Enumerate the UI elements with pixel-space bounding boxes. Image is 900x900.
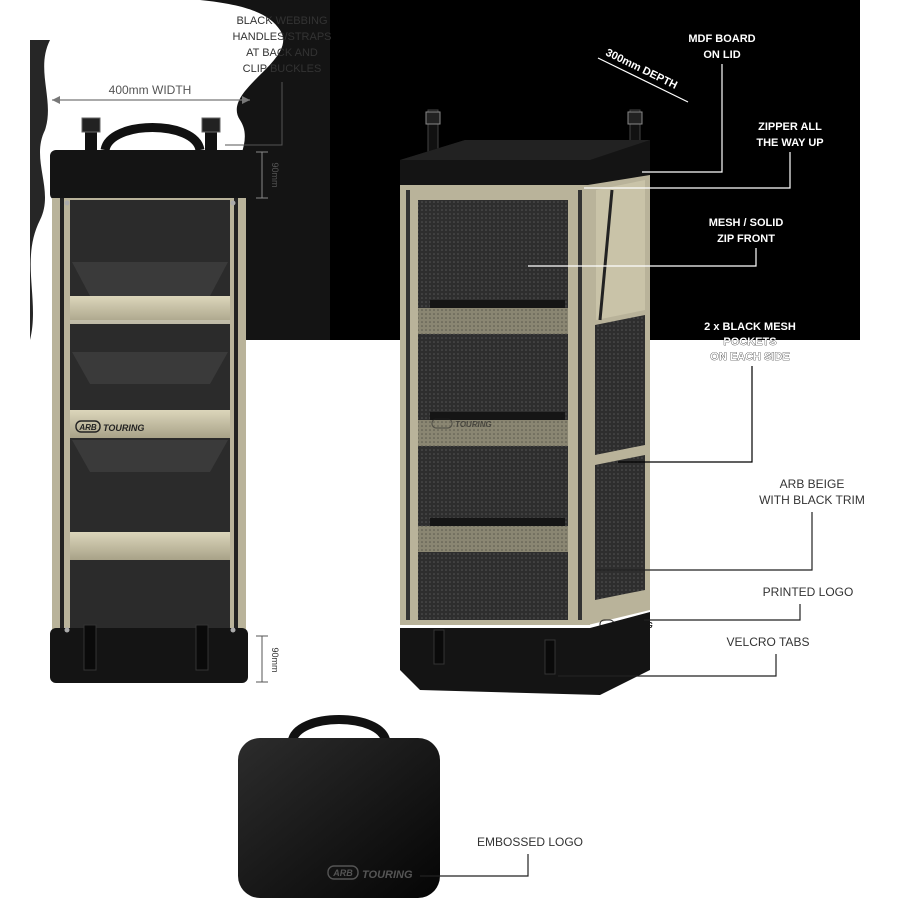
case-logo-brand: ARB — [332, 868, 353, 878]
base-height-dimension: 90mm — [256, 635, 280, 683]
case-embossed-logo: ARB TOURING — [327, 865, 413, 881]
callout-beige-line-2: WITH BLACK TRIM — [759, 493, 865, 507]
callout-pockets-line-3: ON EACH SIDE — [710, 351, 789, 363]
angled-mesh-front — [418, 200, 568, 620]
front-velcro-right — [195, 624, 209, 671]
front-logo: ARB TOURING — [75, 420, 144, 433]
front-lid — [50, 150, 248, 200]
front-shelf-3 — [70, 532, 230, 560]
case-handle — [287, 715, 391, 744]
width-dimension: 400mm WIDTH — [52, 83, 250, 104]
callout-handles-line-3: AT BACK AND — [246, 47, 318, 59]
front-logo-product: TOURING — [103, 423, 144, 433]
width-label: 400mm WIDTH — [109, 83, 192, 97]
side-pocket-lower — [595, 455, 645, 600]
callout-mesh-line-2: ZIP FRONT — [717, 233, 775, 245]
callout-handles-line-1: BLACK WEBBING — [236, 15, 327, 27]
side-pocket-upper — [595, 315, 645, 455]
callout-mdf: MDF BOARD ON LID — [642, 33, 756, 173]
front-view: ARB TOURING — [50, 117, 248, 683]
angled-base — [400, 612, 650, 695]
callout-handles: BLACK WEBBING HANDLES/STRAPS AT BACK AND… — [225, 15, 332, 146]
callout-zipper: ZIPPER ALL THE WAY UP — [584, 121, 824, 189]
background-texture — [30, 0, 330, 340]
callout-velcro-label: VELCRO TABS — [727, 635, 810, 649]
callout-printed-logo-label: PRINTED LOGO — [763, 585, 854, 599]
callout-handles-line-2: HANDLES/STRAPS — [232, 31, 331, 43]
callout-printed-logo: PRINTED LOGO — [644, 585, 854, 621]
front-velcro-left — [83, 624, 97, 671]
front-shelf-2 — [70, 410, 230, 438]
callout-pockets: 2 x BLACK MESH POCKETS ON EACH SIDE — [618, 321, 796, 463]
callout-embossed-logo: EMBOSSED LOGO — [420, 835, 583, 877]
lid-height-dimension: 90mm — [256, 151, 280, 199]
front-handle — [100, 123, 205, 152]
base-height-label: 90mm — [270, 647, 280, 672]
callout-velcro: VELCRO TABS — [558, 635, 810, 677]
callout-embossed-label: EMBOSSED LOGO — [477, 835, 583, 849]
case-logo-product: TOURING — [362, 869, 413, 881]
callout-mesh-line-1: MESH / SOLID — [709, 217, 784, 229]
front-logo-brand: ARB — [78, 423, 97, 432]
callout-beige-line-1: ARB BEIGE — [780, 477, 845, 491]
front-shelf-1 — [70, 296, 230, 324]
callout-pockets-line-1: 2 x BLACK MESH — [704, 321, 796, 333]
case-body — [238, 738, 440, 898]
callout-handles-line-4: CLIP BUCKLES — [243, 63, 322, 75]
callout-mdf-line-1: MDF BOARD — [688, 33, 755, 45]
callout-zipper-line-1: ZIPPER ALL — [758, 121, 822, 133]
callout-zipper-line-2: THE WAY UP — [756, 137, 823, 149]
callout-mdf-line-2: ON LID — [703, 49, 740, 61]
front-base — [50, 628, 248, 683]
callout-beige-trim: ARB BEIGE WITH BLACK TRIM — [596, 477, 865, 571]
lid-height-label: 90mm — [270, 162, 280, 187]
angled-mesh-logo: TOURING — [455, 420, 492, 429]
carry-case: ARB TOURING — [238, 715, 440, 898]
callout-pockets-line-2: POCKETS — [723, 336, 776, 348]
callout-mesh-front: MESH / SOLID ZIP FRONT — [528, 217, 784, 267]
angled-view: TOURING TOURING — [400, 109, 653, 695]
